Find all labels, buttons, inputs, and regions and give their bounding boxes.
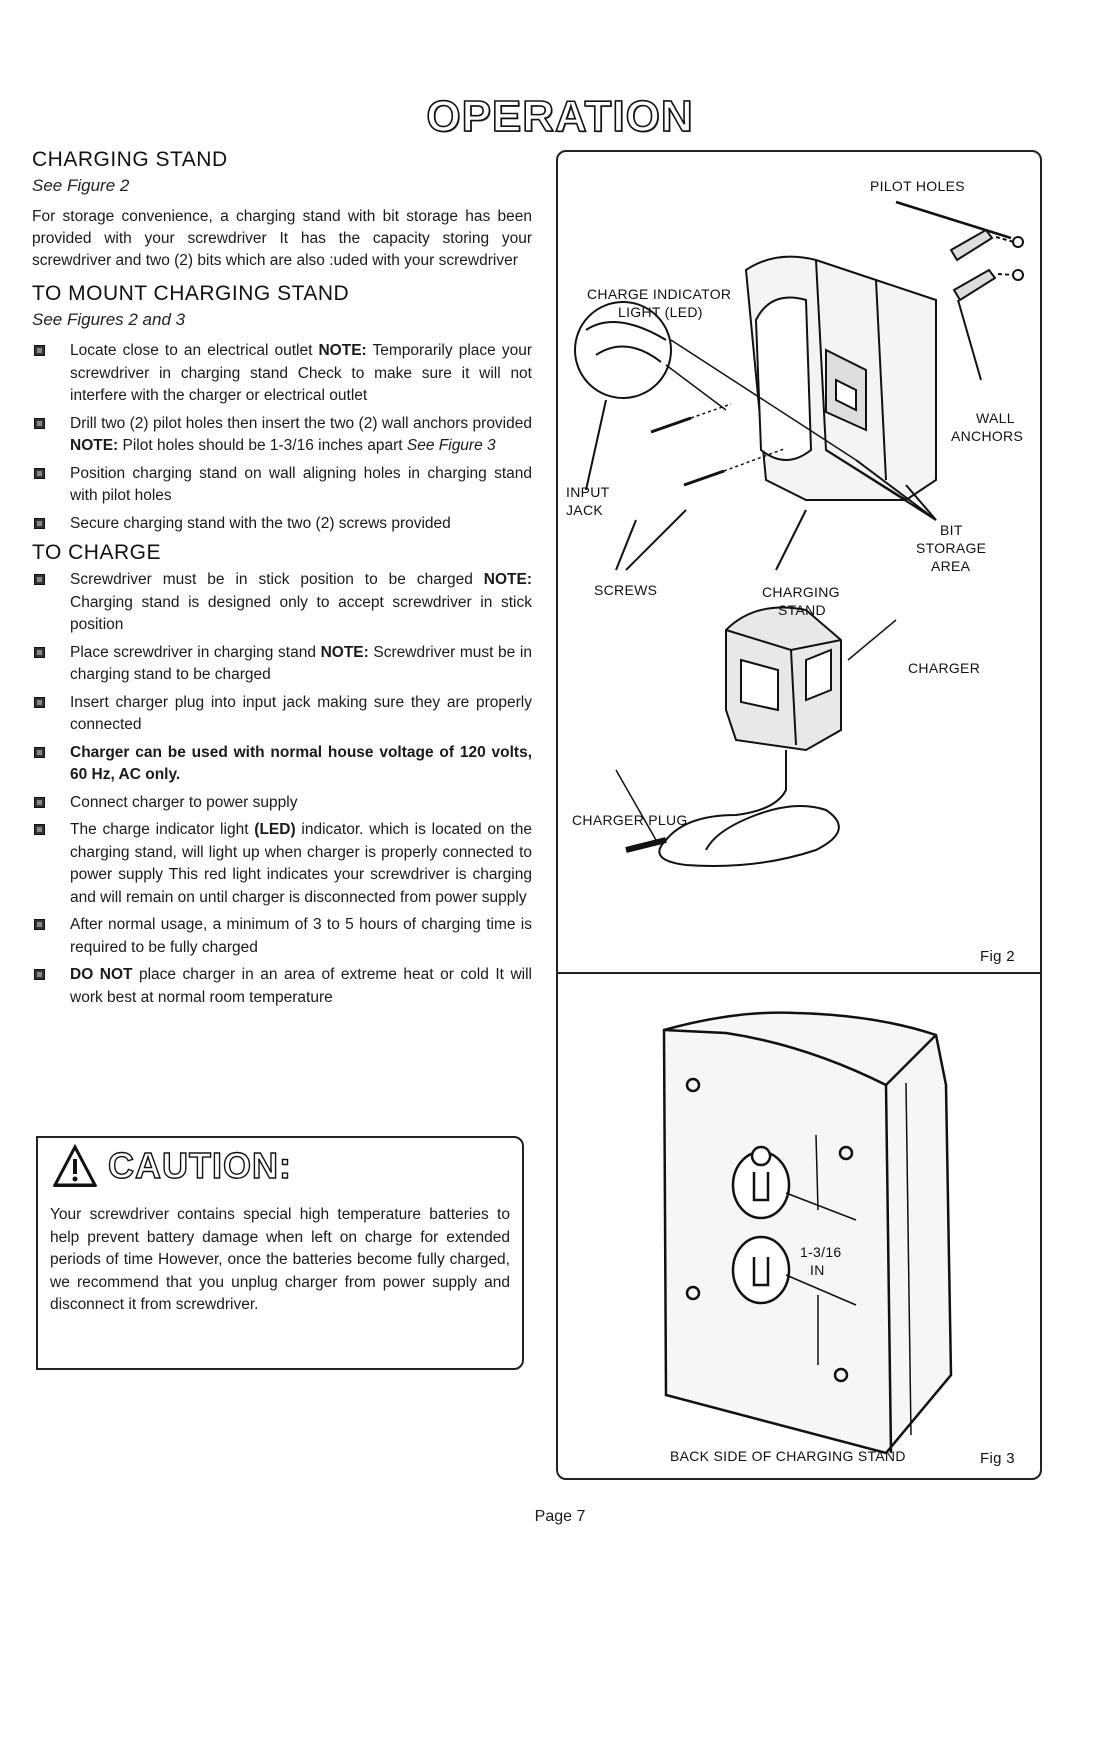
bullet-icon	[34, 574, 45, 585]
bullet-icon	[34, 417, 45, 429]
list-item: Screwdriver must be in stick position to…	[32, 569, 532, 637]
charging-stand-paragraph: For storage convenience, a charging stan…	[32, 208, 532, 269]
label-storage: STORAGE	[916, 540, 987, 556]
text-column: CHARGING STAND See Figure 2 For storage …	[32, 148, 532, 1015]
label-anchors: ANCHORS	[951, 428, 1024, 444]
label-wall: WALL	[976, 410, 1015, 426]
label-dimension-unit: IN	[810, 1262, 825, 1278]
list-item: Locate close to an electrical outlet NOT…	[32, 340, 532, 408]
bullet-icon	[34, 969, 45, 980]
label-charge-indicator-led: LIGHT (LED)	[618, 304, 703, 320]
figure-divider	[556, 972, 1042, 974]
list-item: Place screwdriver in charging stand NOTE…	[32, 642, 532, 687]
charge-heading: TO CHARGE	[32, 541, 161, 564]
bullet-icon	[34, 824, 45, 835]
list-item: Secure charging stand with the two (2) s…	[32, 513, 532, 536]
label-charge-indicator: CHARGE INDICATOR	[587, 286, 732, 302]
caution-box: CAUTION: Your screwdriver contains speci…	[36, 1136, 524, 1370]
bullet-icon	[34, 646, 45, 658]
list-item: Charger can be used with normal house vo…	[32, 742, 532, 787]
list-item: Position charging stand on wall aligning…	[32, 463, 532, 508]
fig3-caption: Fig 3	[980, 1450, 1015, 1467]
label-input: INPUT	[566, 484, 610, 500]
label-jack: JACK	[566, 502, 603, 518]
bullet-icon	[34, 746, 45, 758]
bullet-icon	[34, 919, 45, 930]
list-item: After normal usage, a minimum of 3 to 5 …	[32, 914, 532, 959]
label-charger-plug: CHARGER PLUG	[572, 812, 688, 828]
caution-title: CAUTION:	[107, 1144, 292, 1186]
bullet-icon	[34, 696, 45, 708]
bullet-icon	[34, 345, 45, 356]
caution-header: CAUTION:	[52, 1144, 292, 1188]
page-title: OPERATION	[426, 91, 694, 142]
fig3-label: BACK SIDE OF CHARGING STAND	[670, 1448, 906, 1464]
label-screws: SCREWS	[594, 582, 658, 598]
label-dimension: 1-3/16	[800, 1244, 842, 1260]
mount-heading: TO MOUNT CHARGING STAND	[32, 282, 350, 305]
charge-list: Screwdriver must be in stick position to…	[32, 569, 532, 1009]
label-stand: STAND	[778, 602, 826, 618]
fig2-caption: Fig 2	[980, 948, 1015, 965]
charging-stand-see: See Figure 2	[32, 176, 130, 195]
list-item: Insert charger plug into input jack maki…	[32, 692, 532, 737]
label-pilot-holes: PILOT HOLES	[870, 178, 965, 194]
page-number: Page 7	[534, 1508, 586, 1525]
charging-stand-heading: CHARGING STAND	[32, 148, 228, 171]
fig3-illustration	[662, 1011, 953, 1455]
label-charger: CHARGER	[908, 660, 981, 676]
bullet-icon	[34, 796, 45, 808]
warning-icon	[52, 1144, 98, 1187]
list-item: Connect charger to power supply	[32, 792, 532, 815]
fig2-illustration	[574, 200, 1024, 867]
label-area: AREA	[931, 558, 971, 574]
list-item: The charge indicator light (LED) indicat…	[32, 819, 532, 909]
label-bit: BIT	[940, 522, 963, 538]
mount-see: See Figures 2 and 3	[32, 310, 186, 329]
list-item: DO NOT place charger in an area of extre…	[32, 964, 532, 1009]
bullet-icon	[34, 517, 45, 529]
caution-text: Your screwdriver contains special high t…	[50, 1206, 510, 1313]
figure-frame	[556, 150, 1042, 1480]
list-item: Drill two (2) pilot holes then insert th…	[32, 413, 532, 458]
bullet-icon	[34, 467, 45, 479]
label-charging: CHARGING	[762, 584, 840, 600]
mount-list: Locate close to an electrical outlet NOT…	[32, 340, 532, 535]
